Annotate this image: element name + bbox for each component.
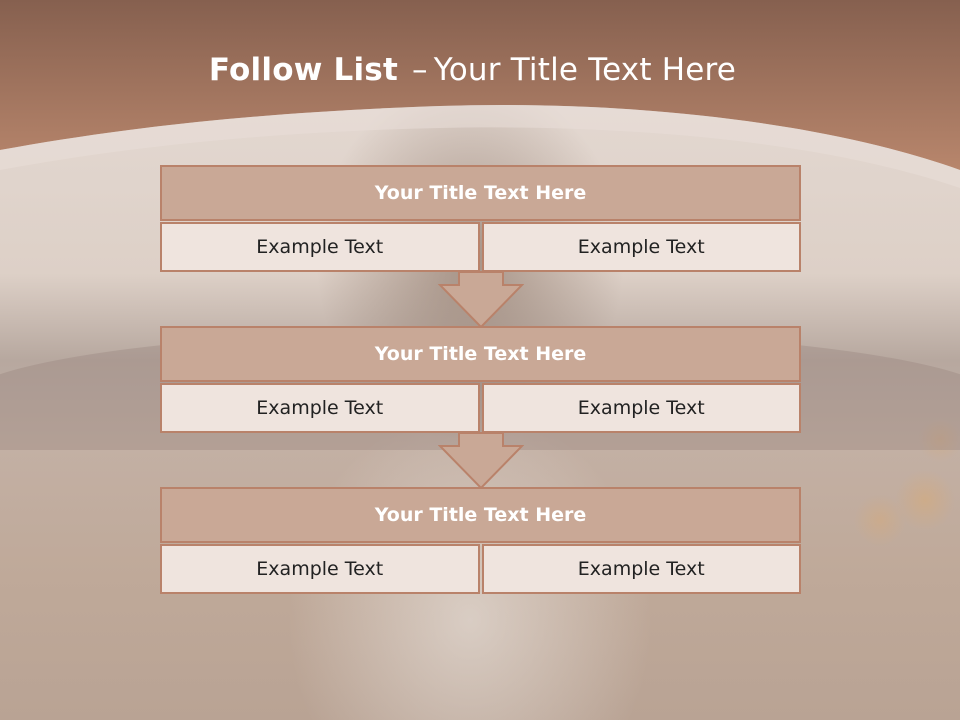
slide-title-rest: Your Title Text Here <box>433 52 737 88</box>
block-cell-left: Example Text <box>160 544 480 594</box>
list-block-1: Your Title Text Here Example Text Exampl… <box>160 165 801 272</box>
slide-title-bold: Follow List <box>208 52 398 88</box>
slide-title-dash: – <box>411 52 428 88</box>
slide-title: Follow List–Your Title Text Here <box>0 52 945 88</box>
block-row: Example Text Example Text <box>160 383 801 433</box>
block-cell-left: Example Text <box>160 222 480 272</box>
block-cell-right: Example Text <box>481 383 801 433</box>
header-curve-graphic <box>0 0 960 188</box>
block-cell-right: Example Text <box>481 544 801 594</box>
down-arrow-icon <box>438 432 524 490</box>
list-block-3: Your Title Text Here Example Text Exampl… <box>160 487 801 594</box>
block-title: Your Title Text Here <box>160 487 801 543</box>
header-band <box>0 0 960 190</box>
list-block-2: Your Title Text Here Example Text Exampl… <box>160 326 801 433</box>
down-arrow-icon <box>438 271 524 329</box>
block-row: Example Text Example Text <box>160 222 801 272</box>
block-title: Your Title Text Here <box>160 326 801 382</box>
block-cell-left: Example Text <box>160 383 480 433</box>
block-row: Example Text Example Text <box>160 544 801 594</box>
block-cell-right: Example Text <box>481 222 801 272</box>
block-title: Your Title Text Here <box>160 165 801 221</box>
